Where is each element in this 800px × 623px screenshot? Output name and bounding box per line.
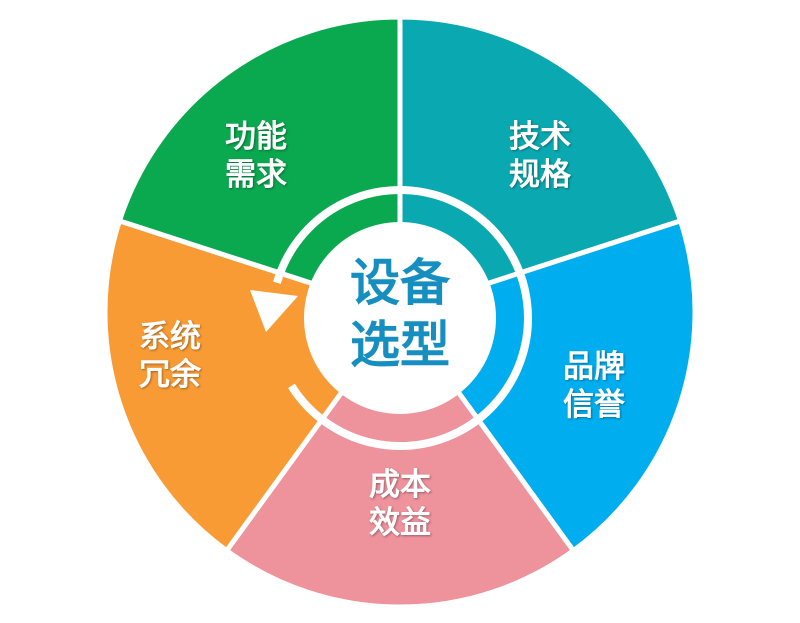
counterclockwise-arrow-icon bbox=[250, 290, 298, 332]
segment-slice bbox=[223, 307, 577, 610]
cycle-arrow-ring bbox=[273, 186, 532, 450]
segment-slice bbox=[116, 14, 403, 316]
center-title-line1: 设备 bbox=[350, 254, 450, 312]
label-line: 品牌 bbox=[563, 349, 625, 385]
label-line: 系统 bbox=[139, 319, 201, 355]
label-line: 成本 bbox=[369, 467, 431, 503]
label-line: 信誉 bbox=[563, 387, 625, 423]
segment-label-redundancy: 系统 冗余 bbox=[110, 318, 230, 394]
segment-label-function: 功能 需求 bbox=[196, 118, 316, 194]
segment-label-cost: 成本 效益 bbox=[340, 466, 460, 542]
label-line: 技术 bbox=[509, 119, 571, 155]
center-title-line2: 选型 bbox=[350, 316, 450, 374]
label-line: 规格 bbox=[509, 157, 571, 193]
segment-label-brand: 品牌 信誉 bbox=[534, 348, 654, 424]
label-line: 效益 bbox=[369, 505, 431, 541]
label-line: 冗余 bbox=[139, 357, 201, 393]
segment-label-tech-spec: 技术 规格 bbox=[480, 118, 600, 194]
center-circle bbox=[304, 222, 496, 414]
segment-slice bbox=[397, 14, 684, 316]
label-line: 功能 bbox=[225, 119, 287, 155]
center-title: 设备 选型 bbox=[320, 252, 480, 376]
label-line: 需求 bbox=[225, 157, 287, 193]
